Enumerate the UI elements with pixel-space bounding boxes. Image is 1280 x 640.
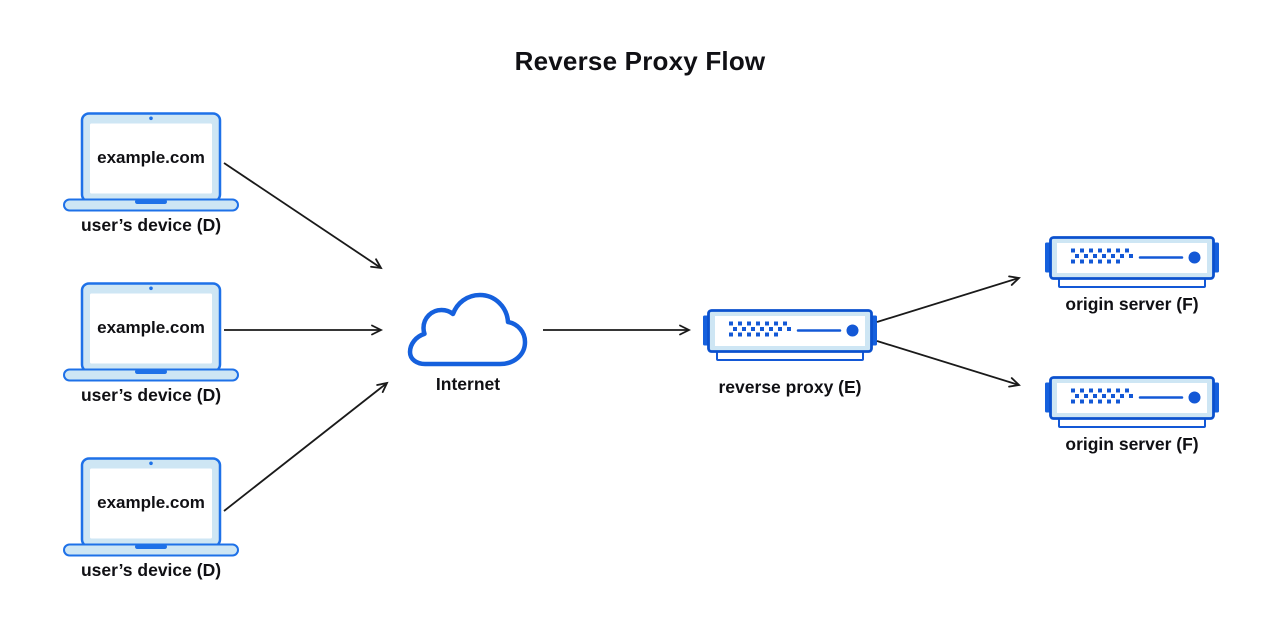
arrow-proxy-origin1 xyxy=(876,275,1021,323)
arrow-proxy-origin2 xyxy=(876,340,1021,388)
user-device-1: example.com user’s device (D) xyxy=(63,112,239,235)
user-device-3: example.com user’s device (D) xyxy=(63,457,239,580)
arrow-device3-internet xyxy=(223,381,389,512)
laptop-icon xyxy=(63,282,239,382)
device-screen-url: example.com xyxy=(97,148,205,167)
arrow-device1-internet xyxy=(223,162,383,270)
origin-server-caption: origin server (F) xyxy=(1065,294,1199,314)
server-vent-dots xyxy=(729,321,791,337)
server-icon xyxy=(1045,376,1219,428)
laptop-icon xyxy=(63,457,239,557)
laptop-icon xyxy=(63,112,239,212)
reverse-proxy-caption: reverse proxy (E) xyxy=(718,377,862,397)
user-device-2: example.com user’s device (D) xyxy=(63,282,239,405)
device-caption: user’s device (D) xyxy=(80,385,222,405)
device-screen-url: example.com xyxy=(97,493,205,512)
server-vent-dots xyxy=(1071,248,1133,264)
device-screen-url: example.com xyxy=(97,318,205,337)
server-icon xyxy=(1045,236,1219,288)
origin-server-caption: origin server (F) xyxy=(1065,434,1199,454)
server-vent-dots xyxy=(1071,388,1133,404)
origin-server-1: origin server (F) xyxy=(1045,236,1219,314)
diagram-title: Reverse Proxy Flow xyxy=(514,46,766,76)
device-caption: user’s device (D) xyxy=(80,560,222,580)
reverse-proxy: reverse proxy (E) xyxy=(703,309,877,397)
internet-cloud: Internet xyxy=(403,285,533,394)
origin-server-2: origin server (F) xyxy=(1045,376,1219,454)
cloud-icon xyxy=(407,292,528,367)
internet-caption: Internet xyxy=(435,374,501,394)
device-caption: user’s device (D) xyxy=(80,215,222,235)
server-icon xyxy=(703,309,877,361)
